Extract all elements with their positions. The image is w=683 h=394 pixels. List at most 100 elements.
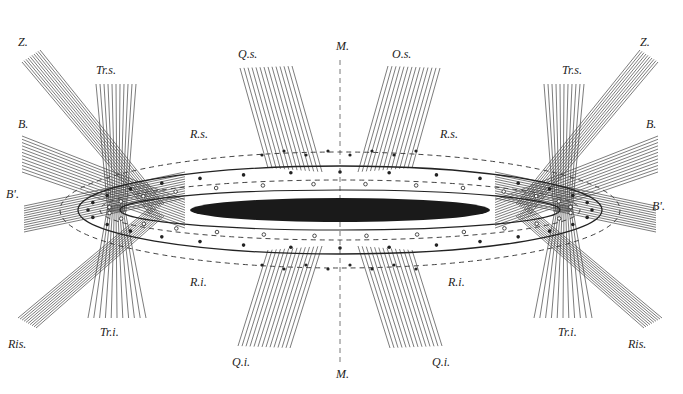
filled-dot [282, 267, 285, 270]
filled-dot [304, 263, 307, 266]
open-dot [141, 194, 145, 198]
filled-dot [282, 149, 285, 152]
filled-dot [478, 240, 482, 244]
muscle-label: M. [336, 368, 349, 380]
quadratus-inferior-fibres [404, 249, 434, 346]
filled-dot [129, 229, 133, 233]
filled-dot [160, 235, 164, 239]
zygomatic-fibres [38, 51, 162, 205]
filled-dot [160, 181, 164, 185]
open-dot [119, 217, 123, 221]
filled-dot [129, 187, 133, 191]
open-dot [108, 211, 112, 215]
filled-dot [392, 263, 395, 266]
buccinator-lower-fibres [495, 191, 656, 225]
zygomatic-fibres [28, 58, 155, 211]
quadratus-inferior-fibres [238, 250, 268, 346]
filled-dot [548, 229, 552, 233]
open-dot [534, 194, 538, 198]
risorius-fibres [32, 214, 161, 326]
filled-dot [289, 245, 293, 249]
filled-dot [198, 240, 202, 244]
muscle-label: Q.i. [432, 356, 450, 368]
risorius-fibres [26, 210, 157, 322]
lip-outline [78, 166, 602, 254]
open-dot [174, 190, 178, 194]
risorius-fibres [521, 212, 652, 324]
filled-dot [242, 173, 246, 177]
quadratus-inferior-fibres [391, 248, 422, 346]
buccinator-lower-fibres [24, 196, 185, 230]
quadratus-superior-fibres [404, 68, 432, 169]
risorius-fibres [34, 215, 163, 327]
filled-dot [370, 267, 373, 270]
open-dot [215, 230, 219, 234]
transversus-inferior-fibres [124, 205, 146, 318]
quadratus-inferior-fibres [258, 248, 289, 346]
quadratus-inferior-fibres [395, 249, 426, 347]
muscle-label: Tr.i. [100, 326, 119, 338]
risorius-fibres [22, 208, 155, 320]
filled-dot [326, 267, 329, 270]
open-dot [142, 222, 146, 226]
muscle-label: R.s. [190, 128, 208, 140]
open-dot [557, 200, 561, 204]
quadratus-inferior-fibres [412, 250, 442, 346]
muscle-label: Z. [640, 36, 650, 48]
buccinator-fibres [22, 159, 185, 218]
filled-dot [387, 245, 391, 249]
filled-dot [105, 223, 109, 227]
muscle-label: Tr.s. [96, 64, 116, 76]
quadratus-inferior-fibres [400, 249, 430, 346]
transversus-inferior-fibres [94, 205, 110, 318]
open-dot [365, 234, 369, 238]
filled-dot [304, 153, 307, 156]
filled-dot [516, 235, 520, 239]
zygomatic-fibres [525, 58, 652, 211]
muscle-label: Tr.s. [562, 64, 582, 76]
filled-dot [414, 149, 417, 152]
risorius-fibres [524, 209, 656, 321]
quadratus-inferior-fibres [278, 247, 310, 348]
quadratus-superior-fibres [248, 68, 276, 169]
transversus-inferior-fibres [563, 205, 564, 318]
muscle-label: B'. [6, 188, 19, 200]
muscle-label: B. [18, 118, 28, 130]
transversus-inferior-fibres [540, 205, 558, 318]
buccinator-lower-fibres [495, 198, 656, 232]
quadratus-superior-fibres [366, 66, 396, 171]
muscle-label: R.s. [440, 128, 458, 140]
quadratus-inferior-fibres [366, 247, 398, 348]
open-dot [535, 222, 539, 226]
risorius-fibres [519, 214, 648, 326]
risorius-fibres [516, 216, 644, 328]
quadratus-superior-fibres [375, 67, 404, 171]
open-dot [313, 234, 317, 238]
quadratus-inferior-fibres [254, 249, 285, 347]
transversus-inferior-fibres [122, 205, 140, 318]
quadratus-superior-fibres [240, 68, 268, 168]
filled-dot [260, 263, 263, 266]
risorius-fibres [517, 215, 646, 327]
quadratus-inferior-fibres [270, 248, 301, 348]
open-dot [214, 186, 218, 190]
quadratus-inferior-fibres [358, 246, 390, 348]
quadratus-inferior-fibres [286, 246, 318, 348]
filled-dot [590, 208, 594, 212]
quadratus-inferior-fibres [375, 247, 406, 347]
filled-dot [105, 194, 109, 198]
open-dot [569, 211, 573, 215]
muscle-label: Z. [18, 36, 28, 48]
quadratus-superior-fibres [292, 66, 322, 172]
open-dot [261, 184, 265, 188]
buccinator-lower-fibres [24, 189, 185, 223]
quadratus-inferior-fibres [379, 248, 410, 348]
open-dot [108, 205, 112, 209]
open-dot [312, 182, 316, 186]
transversus-inferior-fibres [116, 205, 117, 318]
open-dot [569, 205, 573, 209]
outer-dashed-outline [60, 152, 620, 268]
filled-dot [289, 171, 293, 175]
filled-dot [392, 153, 395, 156]
